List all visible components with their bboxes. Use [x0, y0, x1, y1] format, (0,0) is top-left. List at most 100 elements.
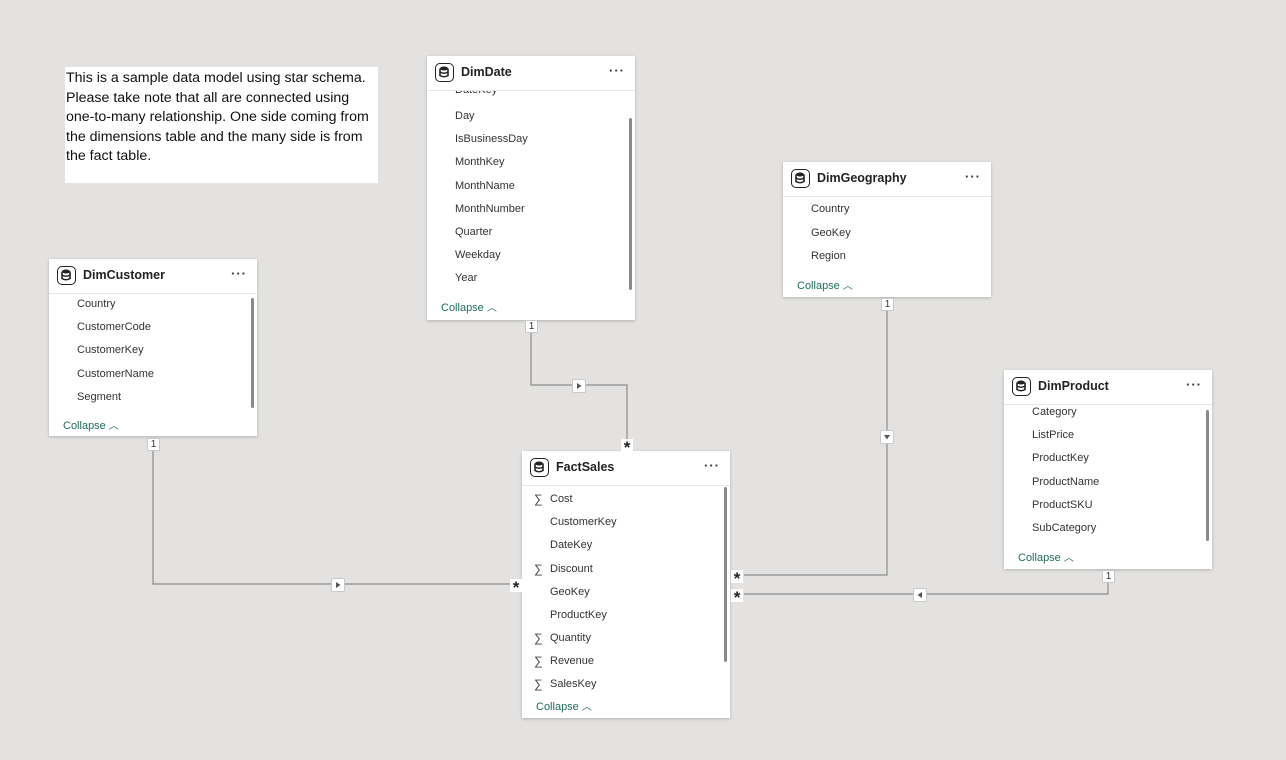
- field-name: DateKey: [550, 539, 593, 551]
- field-name: ProductKey: [1032, 452, 1089, 464]
- field-name: CustomerKey: [77, 344, 144, 356]
- field-name: ProductName: [1032, 476, 1100, 488]
- filter-direction-down-icon[interactable]: [880, 430, 894, 444]
- table-header[interactable]: DimProduct ···: [1004, 370, 1212, 405]
- field-row[interactable]: Category: [1004, 401, 1212, 424]
- field-name: Region: [811, 250, 846, 262]
- cardinality-one-dimproduct: 1: [1102, 570, 1115, 583]
- database-table-icon: [530, 458, 549, 477]
- field-row[interactable]: Region: [783, 245, 991, 268]
- field-row[interactable]: MonthName: [427, 175, 635, 198]
- table-card-dimdate[interactable]: DimDate ··· DateKey Day IsBusinessDay Mo…: [427, 56, 635, 320]
- collapse-link[interactable]: Collapse︿: [441, 299, 497, 314]
- field-name: Country: [77, 298, 116, 310]
- table-card-dimcustomer[interactable]: DimCustomer ··· Country CustomerCode Cus…: [49, 259, 257, 436]
- collapse-link[interactable]: Collapse︿: [536, 698, 592, 713]
- field-name: Quarter: [455, 226, 493, 238]
- field-row[interactable]: Quarter: [427, 221, 635, 244]
- field-row[interactable]: ProductName: [1004, 471, 1212, 494]
- field-row[interactable]: ListPrice: [1004, 424, 1212, 447]
- field-name: MonthName: [455, 180, 515, 192]
- field-row[interactable]: ∑ SalesKey: [522, 673, 730, 691]
- field-row[interactable]: GeoKey: [783, 222, 991, 245]
- field-name: CustomerCode: [77, 321, 151, 333]
- field-row[interactable]: SubCategory: [1004, 517, 1212, 540]
- more-options-icon[interactable]: ···: [231, 266, 247, 281]
- field-row[interactable]: ProductSKU: [1004, 494, 1212, 517]
- field-row[interactable]: CustomerKey: [522, 511, 730, 534]
- sum-measure-icon: ∑: [534, 677, 543, 691]
- field-name: Segment: [77, 391, 122, 403]
- table-card-dimgeography[interactable]: DimGeography ··· Country GeoKey Region C…: [783, 162, 991, 297]
- field-name: IsBusinessDay: [455, 133, 528, 145]
- cardinality-many-customer: *: [510, 579, 522, 596]
- table-card-factsales[interactable]: FactSales ··· ∑Cost CustomerKey DateKey …: [522, 451, 730, 718]
- more-options-icon[interactable]: ···: [609, 63, 625, 78]
- field-row[interactable]: Country: [783, 198, 991, 221]
- field-row[interactable]: CustomerKey: [49, 339, 257, 362]
- field-row[interactable]: ProductKey: [522, 604, 730, 627]
- field-name: DateKey: [455, 91, 497, 102]
- more-options-icon[interactable]: ···: [704, 458, 720, 473]
- cardinality-one-dimdate: 1: [525, 320, 538, 333]
- field-name: Day: [455, 110, 475, 122]
- field-row[interactable]: Weekday: [427, 244, 635, 267]
- table-header[interactable]: DimDate ···: [427, 56, 635, 91]
- field-row[interactable]: ∑Quantity: [522, 627, 730, 650]
- field-row[interactable]: ∑Cost: [522, 488, 730, 511]
- text-note[interactable]: This is a sample data model using star s…: [65, 67, 378, 183]
- cardinality-one-dimcustomer: 1: [147, 438, 160, 451]
- more-options-icon[interactable]: ···: [1186, 377, 1202, 392]
- field-name: GeoKey: [811, 227, 851, 239]
- field-row[interactable]: MonthKey: [427, 151, 635, 174]
- table-header[interactable]: DimCustomer ···: [49, 259, 257, 294]
- collapse-link[interactable]: Collapse︿: [1018, 549, 1074, 564]
- field-row[interactable]: DateKey: [522, 534, 730, 557]
- field-name: CustomerName: [77, 368, 155, 380]
- field-row[interactable]: Segment: [49, 386, 257, 409]
- more-options-icon[interactable]: ···: [965, 169, 981, 184]
- database-table-icon: [791, 169, 810, 188]
- scrollbar[interactable]: [629, 118, 632, 290]
- field-row[interactable]: ∑Discount: [522, 558, 730, 581]
- scrollbar[interactable]: [1206, 410, 1209, 541]
- collapse-link[interactable]: Collapse︿: [797, 277, 853, 292]
- database-table-icon: [435, 63, 454, 82]
- field-row[interactable]: ∑Revenue: [522, 650, 730, 673]
- field-row[interactable]: Country: [49, 293, 257, 316]
- field-row[interactable]: CustomerCode: [49, 316, 257, 339]
- collapse-label: Collapse: [797, 280, 840, 292]
- field-row[interactable]: GeoKey: [522, 581, 730, 604]
- rel-line-product-fact[interactable]: [744, 582, 1109, 595]
- field-name: ProductKey: [550, 609, 607, 621]
- scrollbar[interactable]: [724, 487, 727, 662]
- cardinality-many-date: *: [621, 439, 633, 456]
- table-header[interactable]: DimGeography ···: [783, 162, 991, 197]
- note-text: This is a sample data model using star s…: [66, 70, 369, 164]
- field-row[interactable]: Day: [427, 105, 635, 128]
- field-name: SalesKey: [550, 678, 597, 690]
- rel-line-geography-fact[interactable]: [744, 310, 888, 576]
- field-list: ∑Cost CustomerKey DateKey ∑Discount GeoK…: [522, 486, 730, 691]
- scrollbar[interactable]: [251, 298, 254, 408]
- field-row[interactable]: ProductKey: [1004, 447, 1212, 470]
- table-header[interactable]: FactSales ···: [522, 451, 730, 486]
- collapse-link[interactable]: Collapse︿: [63, 417, 119, 432]
- field-row[interactable]: Year: [427, 267, 635, 290]
- field-name: Year: [455, 272, 478, 284]
- field-row[interactable]: MonthNumber: [427, 198, 635, 221]
- filter-direction-right-icon[interactable]: [331, 578, 345, 592]
- table-title: DimCustomer: [83, 268, 165, 282]
- rel-line-customer-fact[interactable]: [152, 450, 510, 585]
- chevron-up-icon: ︿: [1063, 553, 1074, 564]
- table-card-dimproduct[interactable]: DimProduct ··· Category ListPrice Produc…: [1004, 370, 1212, 569]
- database-table-icon: [1012, 377, 1031, 396]
- field-row[interactable]: CustomerName: [49, 363, 257, 386]
- collapse-label: Collapse: [63, 420, 106, 432]
- field-name: CustomerKey: [550, 516, 617, 528]
- sum-measure-icon: ∑: [534, 562, 543, 576]
- field-row[interactable]: DateKey: [427, 91, 635, 102]
- filter-direction-right-icon[interactable]: [572, 379, 586, 393]
- filter-direction-left-icon[interactable]: [913, 588, 927, 602]
- field-row[interactable]: IsBusinessDay: [427, 128, 635, 151]
